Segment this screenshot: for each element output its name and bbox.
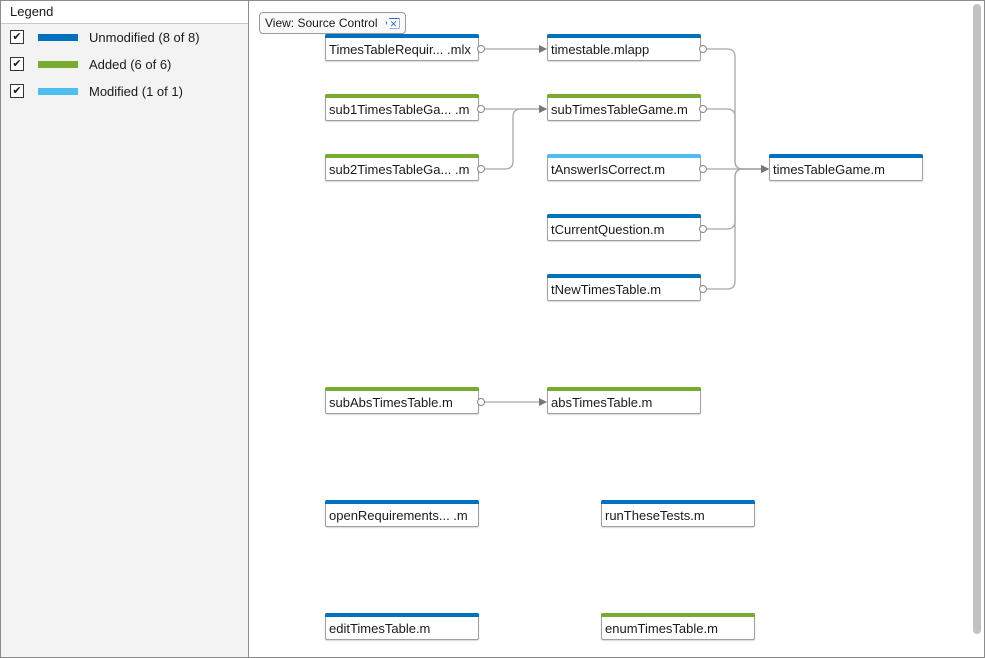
- file-node[interactable]: tNewTimesTable.m: [547, 274, 701, 301]
- status-bar: [547, 387, 701, 391]
- status-bar: [325, 613, 479, 617]
- file-node[interactable]: sub2TimesTableGa... .m: [325, 154, 479, 181]
- status-bar: [601, 500, 755, 504]
- file-node[interactable]: openRequirements... .m: [325, 500, 479, 527]
- file-node[interactable]: subTimesTableGame.m: [547, 94, 701, 121]
- status-bar: [547, 214, 701, 218]
- unmodified-checkbox[interactable]: ✔: [10, 30, 24, 44]
- file-node[interactable]: runTheseTests.m: [601, 500, 755, 527]
- file-name: sub2TimesTableGa... .m: [329, 162, 470, 177]
- file-node[interactable]: tCurrentQuestion.m: [547, 214, 701, 241]
- status-bar: [325, 94, 479, 98]
- file-node[interactable]: timesTableGame.m: [769, 154, 923, 181]
- file-name: absTimesTable.m: [551, 395, 653, 410]
- file-node[interactable]: enumTimesTable.m: [601, 613, 755, 640]
- file-name: openRequirements... .m: [329, 508, 468, 523]
- file-name: tCurrentQuestion.m: [551, 222, 665, 237]
- status-bar: [325, 154, 479, 158]
- modified-checkbox[interactable]: ✔: [10, 84, 24, 98]
- file-name: subTimesTableGame.m: [551, 102, 688, 117]
- file-name: timestable.mlapp: [551, 42, 650, 57]
- file-node[interactable]: sub1TimesTableGa... .m: [325, 94, 479, 121]
- modified-swatch: [38, 87, 78, 95]
- legend-item-added: ✔ Added (6 of 6): [10, 55, 171, 73]
- status-bar: [601, 613, 755, 617]
- legend-label: Added (6 of 6): [89, 56, 172, 72]
- legend-label: Modified (1 of 1): [89, 83, 183, 99]
- file-node[interactable]: subAbsTimesTable.m: [325, 387, 479, 414]
- added-checkbox[interactable]: ✔: [10, 57, 24, 71]
- status-bar: [547, 34, 701, 38]
- legend-item-modified: ✔ Modified (1 of 1): [10, 82, 183, 100]
- legend-label: Unmodified (8 of 8): [89, 29, 200, 45]
- file-name: editTimesTable.m: [329, 621, 431, 636]
- file-node[interactable]: editTimesTable.m: [325, 613, 479, 640]
- status-bar: [547, 154, 701, 158]
- file-name: timesTableGame.m: [773, 162, 885, 177]
- file-name: sub1TimesTableGa... .m: [329, 102, 470, 117]
- clear-filter-icon[interactable]: ✕: [385, 17, 400, 29]
- file-name: tNewTimesTable.m: [551, 282, 662, 297]
- status-bar: [547, 274, 701, 278]
- status-bar: [325, 500, 479, 504]
- legend-panel: Legend ✔ Unmodified (8 of 8) ✔ Added (6 …: [1, 1, 249, 657]
- view-filter-label: View: Source Control: [265, 16, 378, 30]
- legend-item-unmodified: ✔ Unmodified (8 of 8): [10, 28, 200, 46]
- file-node[interactable]: timestable.mlapp: [547, 34, 701, 61]
- unmodified-swatch: [38, 33, 78, 41]
- file-node[interactable]: TimesTableRequir... .mlx: [325, 34, 479, 61]
- status-bar: [325, 387, 479, 391]
- status-bar: [547, 94, 701, 98]
- vertical-scrollbar[interactable]: [973, 4, 981, 634]
- file-name: runTheseTests.m: [605, 508, 705, 523]
- file-node[interactable]: absTimesTable.m: [547, 387, 701, 414]
- file-name: enumTimesTable.m: [605, 621, 718, 636]
- legend-title: Legend: [1, 1, 248, 24]
- file-name: subAbsTimesTable.m: [329, 395, 453, 410]
- status-bar: [769, 154, 923, 158]
- file-node[interactable]: tAnswerIsCorrect.m: [547, 154, 701, 181]
- view-filter-chip[interactable]: View: Source Control ✕: [259, 12, 406, 34]
- file-name: tAnswerIsCorrect.m: [551, 162, 666, 177]
- file-name: TimesTableRequir... .mlx: [329, 42, 471, 57]
- status-bar: [325, 34, 479, 38]
- added-swatch: [38, 60, 78, 68]
